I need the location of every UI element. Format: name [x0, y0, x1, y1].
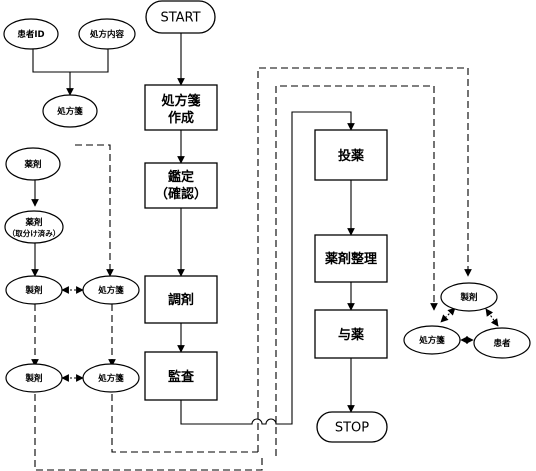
- entity-patient-id-label: 患者ID: [17, 29, 44, 40]
- entity-patient-id: 患者ID: [3, 18, 59, 50]
- process-inspect: 監査: [144, 351, 218, 401]
- process-audit-line2: （確認）: [155, 186, 207, 202]
- entity-drug-sorted-line1: 薬剤: [24, 217, 42, 228]
- process-prescription: 処方箋 作成: [144, 84, 218, 131]
- connector-route-to-right-rxslip: [275, 85, 438, 456]
- stop-label: STOP: [335, 421, 369, 436]
- entity-right-rx-slip: 処方箋: [403, 325, 461, 355]
- connector-rx-slip-down: [75, 144, 114, 277]
- process-administer-label: 投薬: [338, 148, 365, 164]
- entity-drug-sorted-line2: （取分け済み）: [8, 228, 61, 238]
- connector-rx-slip2-down: [111, 394, 258, 453]
- connector-route-to-right-product: [257, 67, 472, 452]
- process-dispense: 調剤: [144, 275, 218, 324]
- process-give-drug-label: 与薬: [338, 327, 365, 343]
- entity-right-rx-slip-label: 処方箋: [418, 335, 445, 346]
- process-give-drug: 与薬: [314, 309, 388, 359]
- entity-rx-slip-1-label: 処方箋: [97, 285, 124, 296]
- entity-right-patient-label: 患者: [493, 338, 511, 349]
- entity-right-product-label: 製剤: [459, 292, 477, 303]
- entity-product-1-label: 製剤: [24, 285, 42, 296]
- entity-product-1: 製剤: [5, 275, 63, 305]
- connector-patient-id: [32, 48, 109, 73]
- connector-right-product-patient: [485, 308, 499, 327]
- process-inspect-label: 監査: [168, 369, 195, 385]
- process-drug-organize: 薬剤整理: [314, 234, 388, 283]
- entity-drug-sorted: 薬剤 （取分け済み）: [4, 210, 64, 244]
- entity-product-2: 製剤: [5, 363, 63, 393]
- process-audit: 鑑定 （確認）: [144, 162, 218, 209]
- entity-rx-slip-2-label: 処方箋: [97, 373, 124, 384]
- start-terminal: START: [145, 0, 216, 34]
- stop-terminal: STOP: [316, 411, 388, 443]
- start-label: START: [160, 11, 200, 26]
- connector-inspect-to-administer: [180, 111, 355, 425]
- process-audit-line1: 鑑定: [168, 169, 194, 185]
- connector-product2-down: [34, 394, 263, 471]
- entity-right-patient: 患者: [473, 327, 531, 359]
- process-dispense-label: 調剤: [168, 292, 194, 308]
- entity-drug: 薬剤: [5, 147, 61, 181]
- process-prescription-line1: 処方箋: [160, 93, 200, 109]
- connector-right-product-rxslip: [440, 307, 456, 323]
- entity-rx-contents-label: 処方内容: [89, 29, 125, 40]
- entity-rx-slip-top-label: 処方箋: [56, 106, 83, 117]
- entity-rx-slip-top: 処方箋: [42, 94, 98, 128]
- process-drug-organize-label: 薬剤整理: [324, 251, 377, 267]
- entity-right-product: 製剤: [440, 282, 498, 312]
- entity-product-2-label: 製剤: [24, 373, 42, 384]
- entity-rx-slip-1: 処方箋: [82, 275, 140, 305]
- entity-drug-label: 薬剤: [23, 159, 41, 170]
- process-administer: 投薬: [314, 129, 388, 181]
- entity-rx-contents: 処方内容: [78, 18, 136, 50]
- process-prescription-line2: 作成: [168, 110, 194, 126]
- entity-rx-slip-2: 処方箋: [82, 363, 140, 393]
